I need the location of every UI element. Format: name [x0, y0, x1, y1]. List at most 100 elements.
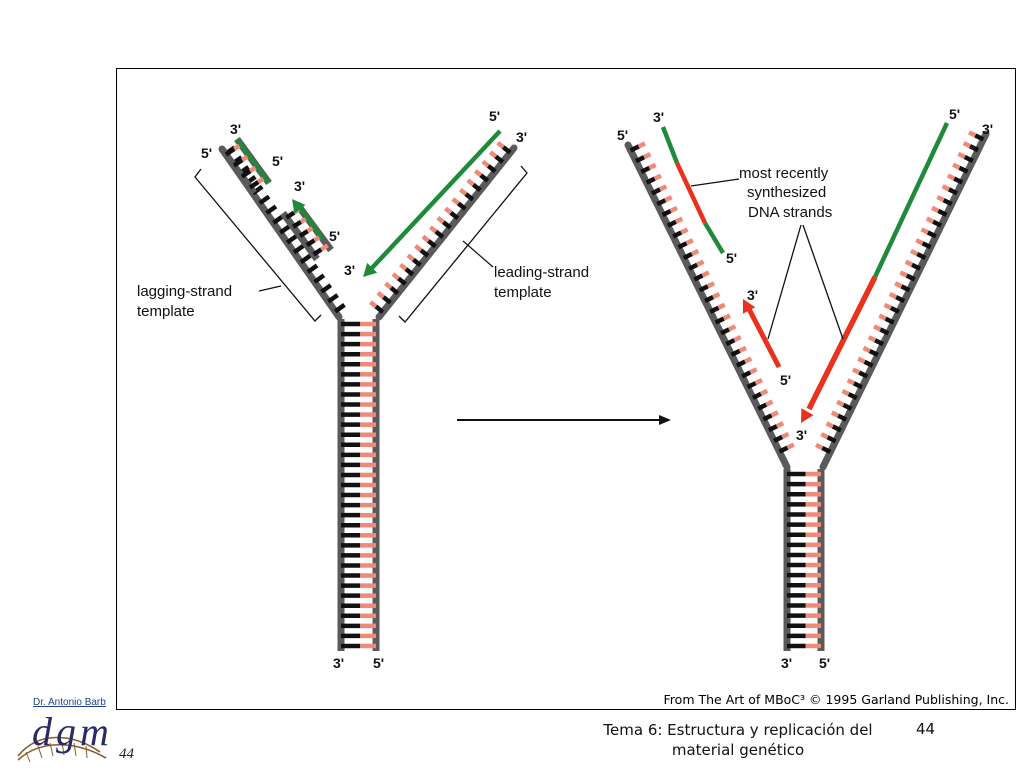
left-lead-arm-backbone	[375, 144, 518, 321]
left-lead-new-strand	[369, 129, 502, 271]
left-lead-arm-base	[486, 164, 497, 174]
left-lead-arm-base-pair	[473, 169, 483, 177]
logo-swirl-icon	[17, 736, 107, 763]
annotation-line3: DNA strands	[748, 204, 832, 221]
slide-title: Tema 6: Estructura y replicación del mat…	[588, 720, 888, 760]
left-lead-top-5-label: 5'	[489, 108, 500, 124]
right-lag-okazaki-red	[746, 307, 782, 369]
right-lag-arm-base-pair	[786, 442, 795, 450]
left-lag-okazaki-duplex-base	[312, 247, 323, 257]
left-lead-arm-base	[404, 267, 415, 277]
right-lead-arm-base	[863, 359, 874, 368]
slide-title-line1: Tema 6: Estructura y replicación del	[603, 721, 873, 739]
right-lag-arm-base	[735, 359, 747, 368]
right-lead-arm-base-pair	[814, 442, 824, 451]
author-link[interactable]: Dr. Antonio Barb	[33, 697, 106, 708]
left-lead-arm-base-pair	[413, 244, 423, 253]
right-lag-arm-base	[698, 284, 709, 293]
left-lag-okazaki-duplex-base	[285, 210, 296, 220]
lagging-template-label-line1: lagging-strand	[137, 283, 232, 300]
right-lag-arm-base-pair	[674, 216, 684, 224]
left-lead-arm-base-pair	[443, 206, 453, 215]
left-lead-arm-base-pair	[384, 281, 393, 290]
right-lead-arm-base-pair	[883, 302, 892, 310]
right-lead-arm-base	[958, 165, 969, 174]
right-lag-arm-base	[704, 295, 715, 304]
left-lag-arm-base	[327, 293, 339, 304]
left-lead-arm-base	[494, 154, 505, 164]
right-lead-arm-base	[826, 435, 837, 444]
logo-text: dgm	[32, 709, 113, 754]
right-lag-arm-base-pair	[781, 431, 790, 439]
left-lag-top-5-label: 5'	[201, 145, 212, 161]
right-lead-arm-base-pair	[836, 399, 845, 407]
right-lag-arm-base-pair	[712, 291, 721, 300]
left-lead-arm-base	[419, 248, 430, 258]
right-lead-arm-base-pair	[962, 141, 971, 149]
left-lead-arm-base-pair	[436, 216, 445, 224]
right-lag-arm-base	[719, 327, 731, 336]
left-lead-arm-base	[426, 239, 437, 249]
left-lead-arm-base	[464, 192, 475, 202]
right-lead-arm-base-pair	[825, 421, 834, 429]
left-lead-arm-base-pair	[421, 234, 430, 243]
leading-template-label-line1: leading-strand	[494, 264, 589, 281]
right-lead-arm-base-pair	[894, 281, 903, 289]
right-lead-arm-base-pair	[941, 184, 950, 192]
right-lead-arm-base	[905, 273, 916, 282]
left-lead-arm-base-pair	[369, 300, 378, 309]
right-lead-arm-base	[968, 144, 980, 153]
right-lag-arm-base-pair	[775, 421, 785, 429]
right-lead-arm-base-pair	[862, 345, 871, 354]
right-lag-arm-base	[629, 144, 640, 153]
left-lag-top-duplex-backbone-a	[219, 146, 257, 196]
right-lag-arm-base	[682, 251, 693, 260]
left-lag-arm-base	[265, 204, 278, 215]
left-lag-okazaki-duplex-base-pair	[320, 243, 329, 252]
left-stem-bottom-5-label: 5'	[373, 655, 384, 671]
left-lag-arm-base	[272, 214, 285, 225]
left-lead-arm-base	[411, 257, 422, 267]
right-stem-bottom-3-label: 3'	[781, 655, 792, 671]
left-lead-arm-base	[374, 304, 385, 314]
right-lag-arm-base	[666, 219, 677, 228]
right-lag-arm-base-pair	[722, 313, 732, 321]
left-lag-okazaki-duplex-base	[305, 238, 316, 248]
right-lag-arm-base-pair	[637, 141, 647, 149]
right-lead-arm-base-pair	[846, 378, 855, 386]
right-lag-arm-base-pair	[659, 184, 668, 192]
right-lag-arm-backbone	[624, 141, 791, 471]
right-lead-arm-base-pair	[830, 410, 840, 418]
right-lag-arm-base-pair	[664, 195, 673, 203]
right-lag-arm-base	[773, 434, 784, 443]
right-lead-arm-base	[889, 305, 900, 314]
left-lag-arm-base	[278, 224, 291, 235]
left-lag-okazaki-duplex-base	[298, 229, 309, 238]
left-lag-arm-base	[258, 194, 271, 205]
figure-credit: From The Art of MBoC³ © 1995 Garland Pub…	[661, 692, 1011, 707]
right-lead-arm-backbone	[819, 130, 990, 471]
right-lag-arm-base	[741, 370, 752, 379]
right-lead-arm-base-pair	[936, 194, 945, 203]
right-lead-arm-base	[963, 154, 974, 163]
right-lag-top-5-label: 5'	[617, 127, 628, 143]
left-lead-arm-base	[456, 201, 467, 211]
right-lead-top-3-label: 3'	[982, 121, 993, 137]
right-lead-arm-base	[947, 187, 958, 196]
right-lag-arm-base	[757, 402, 768, 411]
right-lag-mid-green	[703, 221, 725, 255]
right-lag-arm-base-pair	[706, 281, 716, 289]
right-lead-top-5-label: 5'	[949, 106, 960, 122]
right-lead-arm-base-pair	[851, 367, 861, 375]
right-lead-arm-base-pair	[857, 356, 866, 364]
slide-title-line2: material genético	[671, 741, 805, 759]
right-lead-arm-base	[842, 402, 853, 411]
left-lag-top-new-strand	[235, 137, 271, 185]
right-lead-arm-base	[916, 251, 927, 260]
right-lead-arm-base	[821, 445, 832, 454]
left-lead-arm-base	[389, 285, 400, 296]
right-lag-arm-base	[634, 155, 646, 164]
left-lead-tip-3-label: 3'	[344, 262, 355, 278]
right-lag-arm-base-pair	[733, 334, 742, 343]
replication-fork-diagram: 3' 5' 5' 3' 5' 5' 3' 3' 3' 5' lagging-st…	[137, 106, 993, 671]
